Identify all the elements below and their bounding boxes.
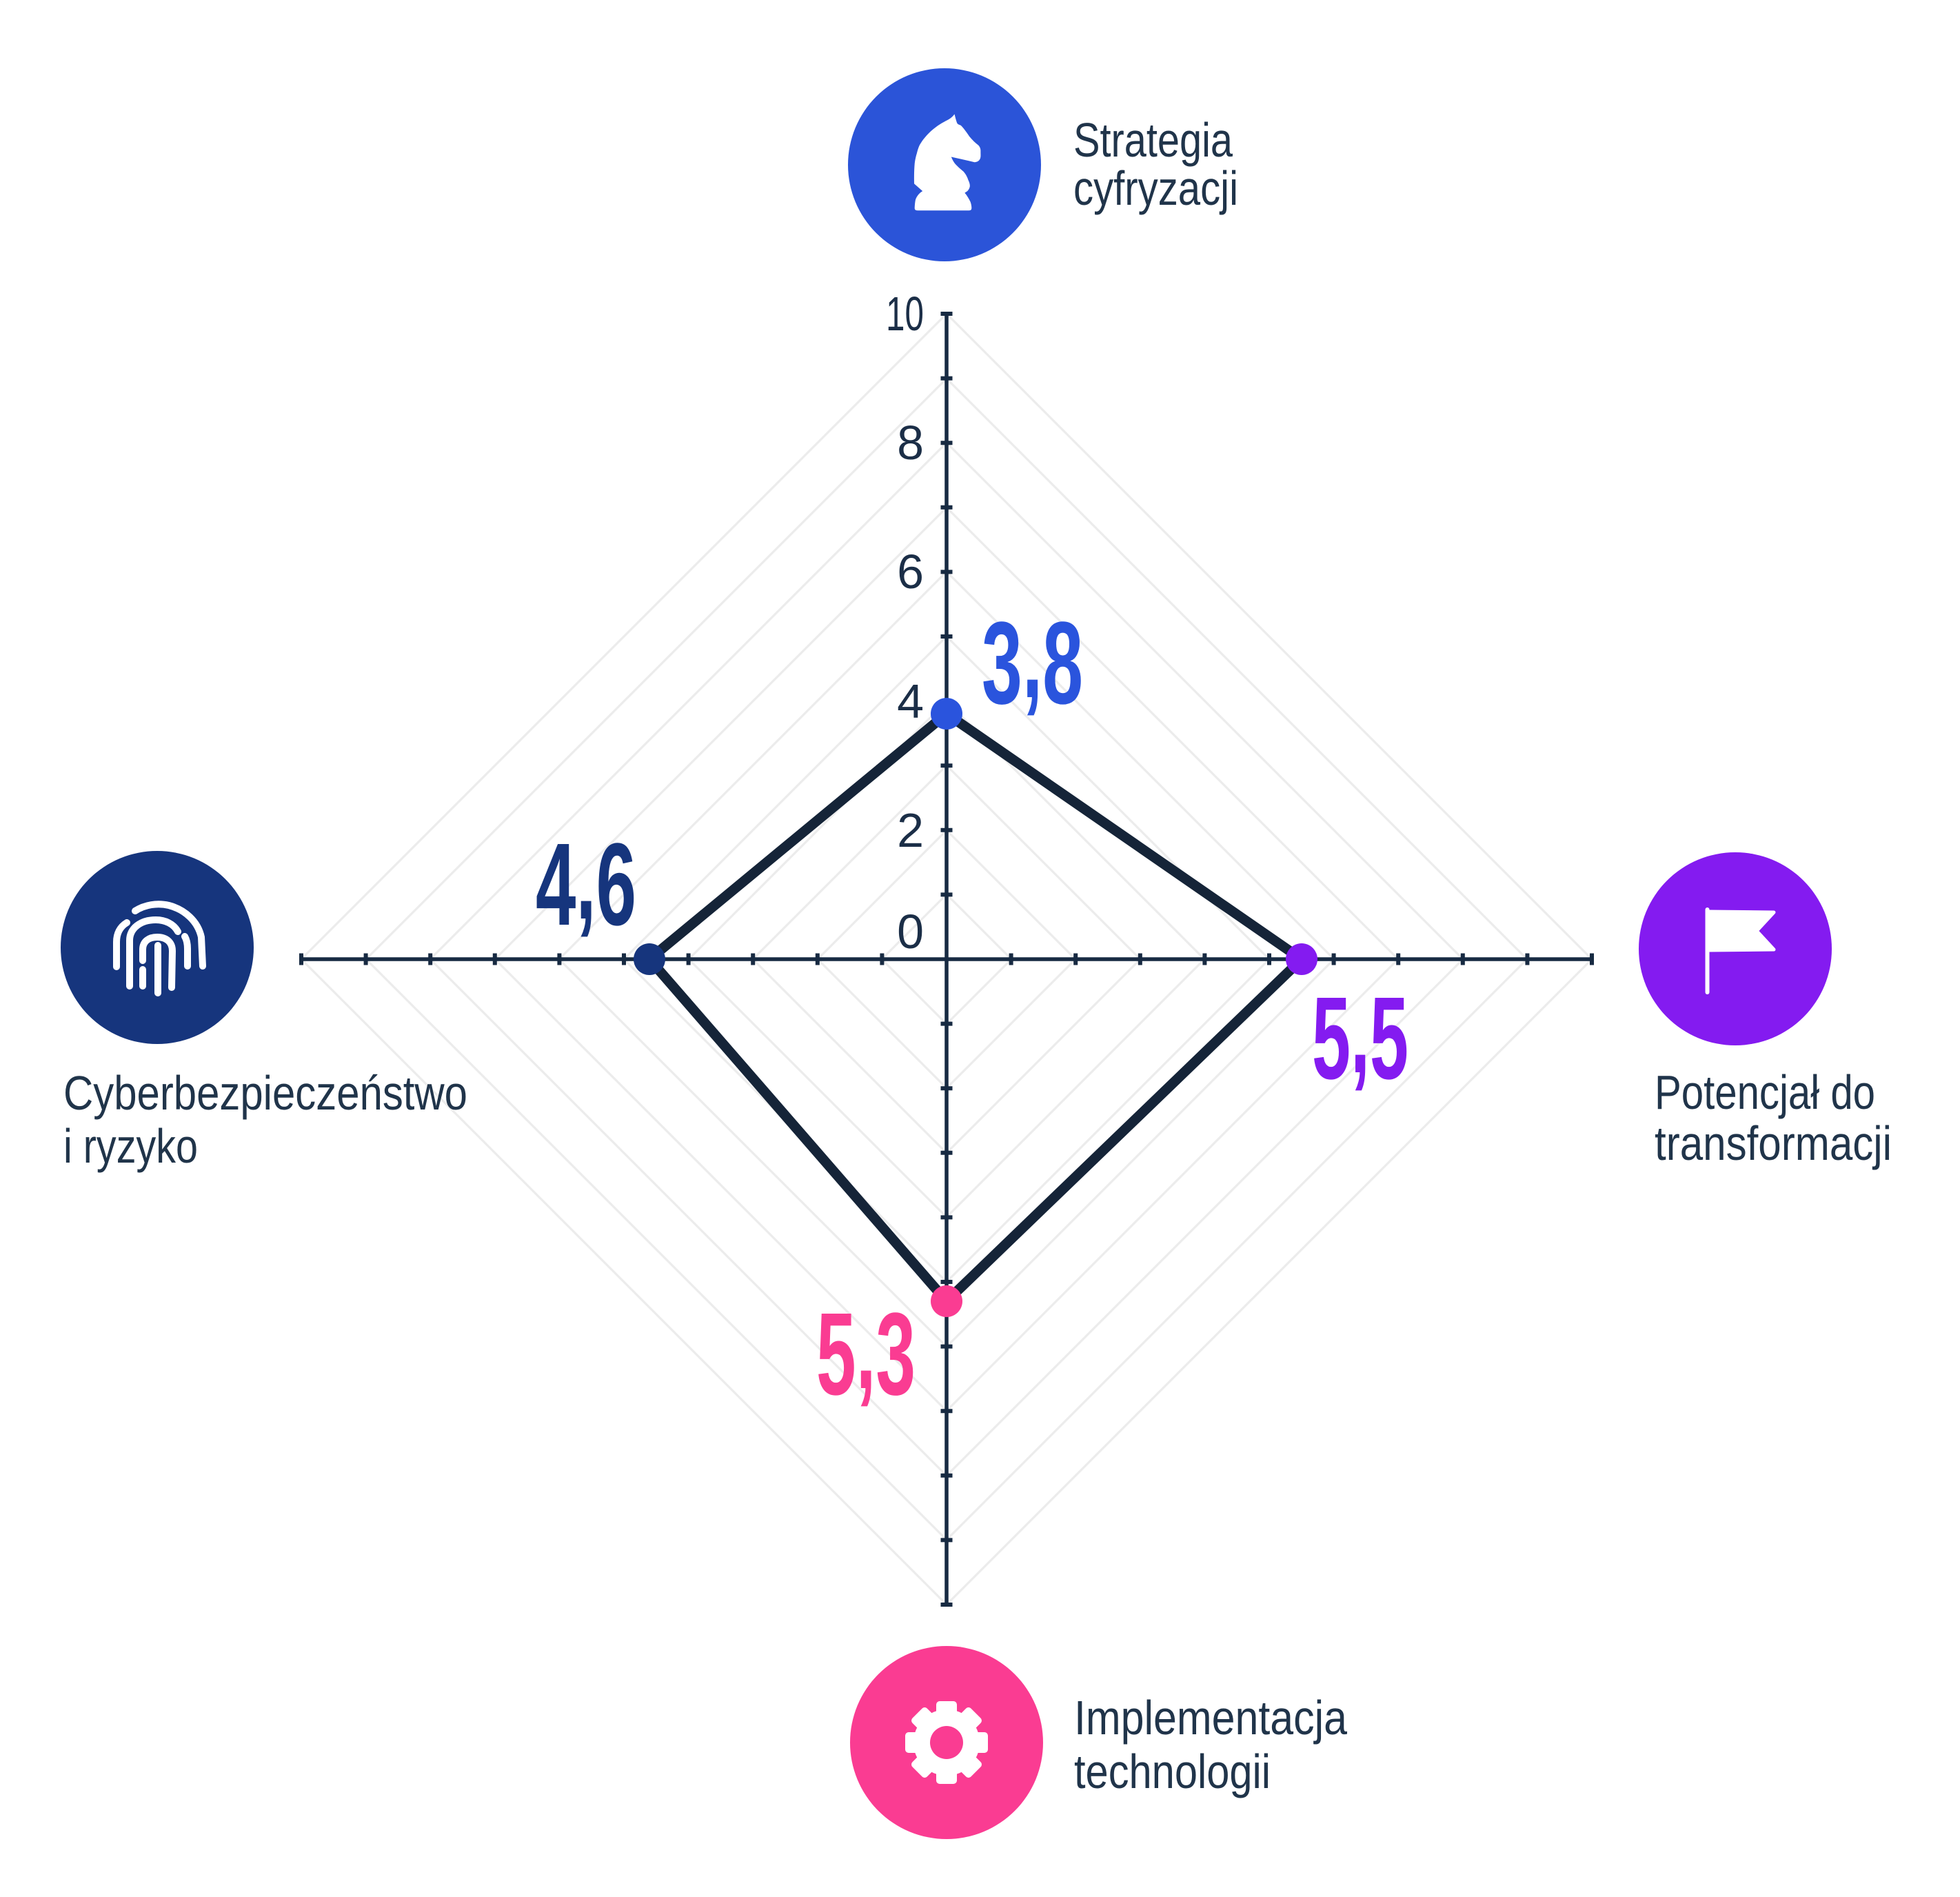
svg-text:cyfryzacji: cyfryzacji	[1073, 161, 1238, 215]
svg-text:4,6: 4,6	[536, 813, 636, 950]
svg-text:technologii: technologii	[1074, 1745, 1271, 1798]
svg-text:Implementacja: Implementacja	[1074, 1691, 1347, 1745]
svg-text:6: 6	[897, 545, 924, 599]
svg-text:5,3: 5,3	[816, 1283, 916, 1420]
svg-text:Cyberbezpieczeństwo: Cyberbezpieczeństwo	[63, 1066, 467, 1120]
svg-text:Potencjał do: Potencjał do	[1655, 1065, 1875, 1119]
svg-text:3,8: 3,8	[982, 592, 1083, 729]
svg-text:10: 10	[886, 287, 924, 341]
svg-text:5,5: 5,5	[1312, 967, 1408, 1104]
svg-text:0: 0	[897, 905, 924, 958]
svg-text:i ryzyko: i ryzyko	[63, 1119, 198, 1173]
svg-text:4: 4	[897, 674, 924, 728]
svg-text:transformacji: transformacji	[1655, 1116, 1892, 1170]
svg-text:2: 2	[897, 803, 924, 857]
svg-text:Strategia: Strategia	[1073, 113, 1233, 167]
svg-text:8: 8	[897, 416, 924, 470]
